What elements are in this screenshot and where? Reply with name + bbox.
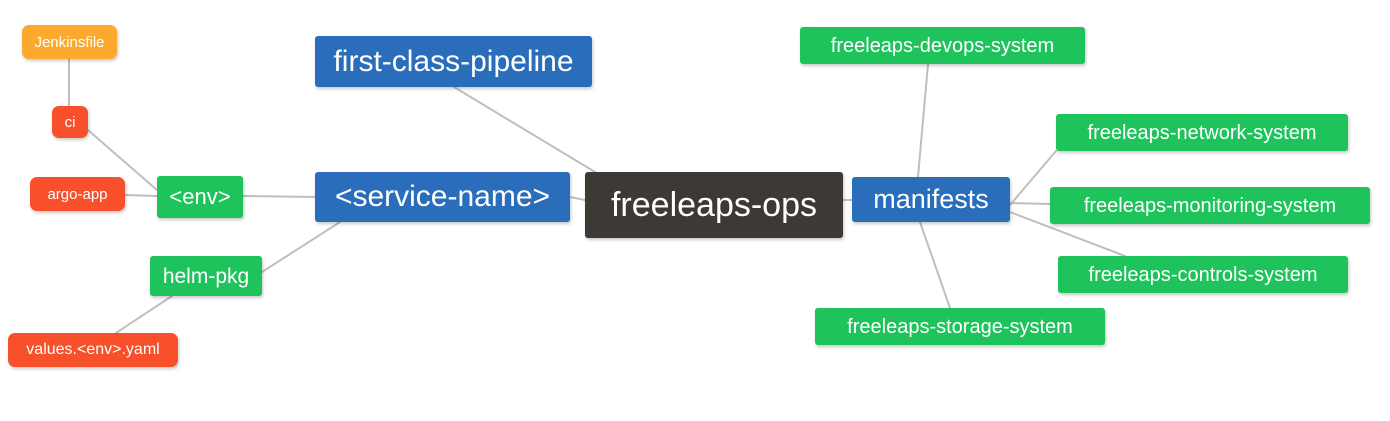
edge-manifests-to-storage-system — [919, 221, 951, 309]
edge-service-name-to-env — [242, 195, 316, 198]
edge-manifests-to-monitoring-system — [1009, 202, 1051, 205]
node-helm-pkg[interactable]: helm-pkg — [150, 256, 262, 296]
node-monitoring-system[interactable]: freeleaps-monitoring-system — [1050, 187, 1370, 224]
edge-service-name-to-helm-pkg — [261, 221, 341, 273]
node-service-name[interactable]: <service-name> — [315, 172, 570, 222]
edge-helm-pkg-to-values-yaml — [115, 295, 173, 334]
edge-manifests-to-controls-system — [1009, 211, 1126, 257]
node-manifests[interactable]: manifests — [852, 177, 1010, 222]
edge-root-to-pipeline — [453, 86, 601, 176]
node-controls-system[interactable]: freeleaps-controls-system — [1058, 256, 1348, 293]
node-env[interactable]: <env> — [157, 176, 243, 218]
node-storage-system[interactable]: freeleaps-storage-system — [815, 308, 1105, 345]
edge-root-to-service-name — [569, 196, 586, 201]
node-network-system[interactable]: freeleaps-network-system — [1056, 114, 1348, 151]
node-values-yaml[interactable]: values.<env>.yaml — [8, 333, 178, 367]
edge-env-to-argo-app — [124, 194, 158, 197]
node-pipeline[interactable]: first-class-pipeline — [315, 36, 592, 87]
edge-manifests-to-network-system — [1009, 150, 1057, 206]
node-devops-system[interactable]: freeleaps-devops-system — [800, 27, 1085, 64]
node-root[interactable]: freeleaps-ops — [585, 172, 843, 238]
edge-env-to-ci — [87, 129, 158, 191]
node-argo-app[interactable]: argo-app — [30, 177, 125, 211]
node-ci[interactable]: ci — [52, 106, 88, 138]
node-jenkinsfile[interactable]: Jenkinsfile — [22, 25, 117, 59]
edge-manifests-to-devops-system — [917, 63, 929, 178]
